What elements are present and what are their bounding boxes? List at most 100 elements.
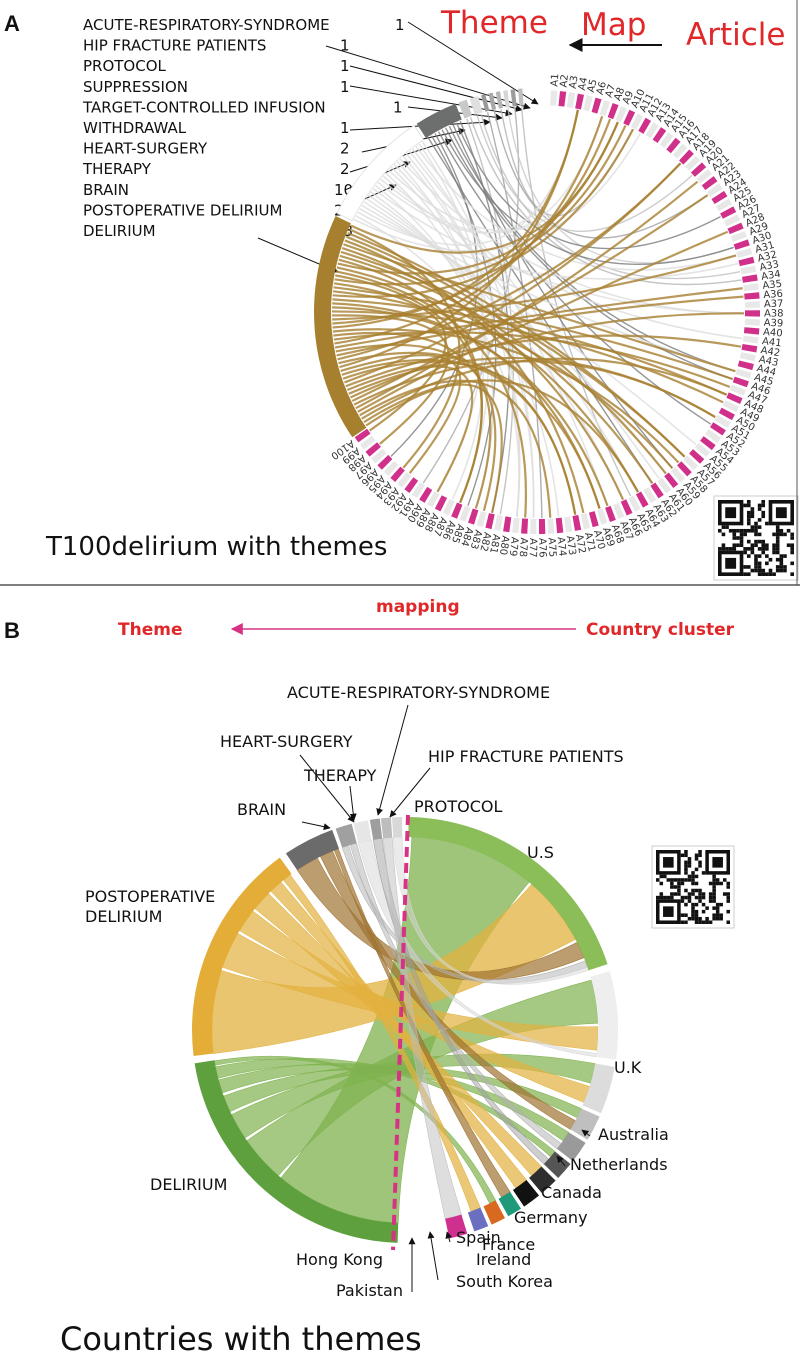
theme-pointer-arrow [325,45,531,110]
article-segment [635,491,649,508]
theme-list-name: ACUTE-RESPIRATORY-SYNDROME [83,16,330,34]
country-arc [529,1166,556,1194]
article-segment [741,343,758,353]
country-label-australia: Australia [598,1125,669,1144]
theme-list-count: 1 [340,119,350,137]
article-label: A41 [761,336,782,349]
article-segment [371,448,387,464]
chord-ribbon [214,1055,497,1204]
article-segment [715,198,732,212]
article-segment [512,517,520,534]
article-segment [638,117,652,134]
article-segment [558,91,567,107]
chord-ribbon [363,379,639,493]
article-segment [451,502,463,519]
article-label: A73 [564,535,578,556]
article-segment [742,335,759,344]
panel-b-split-line [391,814,410,1251]
article-segment [744,318,760,326]
chord-ribbon [341,247,625,501]
chord-ribbon [332,290,674,469]
theme-arc [510,89,517,107]
article-segment [607,102,619,120]
country-label-canada: Canada [541,1183,602,1202]
chord-ribbon [408,150,660,480]
theme-list-name: HIP FRACTURE PATIENTS [83,37,266,55]
panel-a-chords [331,106,745,518]
article-segment [575,93,585,110]
article-segment [664,472,679,489]
theme-arc [369,818,383,840]
chord-ribbon [350,121,619,254]
article-label: A83 [468,528,484,550]
chord-ribbon [390,133,479,457]
article-segment [521,518,529,534]
chord-ribbon [332,109,579,329]
article-segment [705,429,721,443]
chord-ribbon [333,331,492,509]
panel-a-header-theme: Theme [440,5,548,41]
article-segment [744,292,760,300]
article-label: A4 [577,76,590,91]
theme-arc [194,1060,399,1243]
panel-a-article-labels: A1A2A3A4A5A6A7A8A9A10A11A12A13A14A15A16A… [329,73,784,558]
article-segment [694,442,711,458]
chord-ribbon [348,228,461,469]
theme-label-heart-surgery: HEART-SURGERY [220,732,353,751]
article-segment [612,502,625,519]
panel-a-caption: T100delirium with themes [45,532,387,562]
article-segment [729,384,746,396]
theme-arc [469,96,483,115]
article-segment [742,274,758,283]
article-segment [730,230,747,242]
theme-label-postoperative-delirium-line2: DELIRIUM [85,907,162,926]
panel-a-theme-arcs [314,88,524,438]
article-segment [580,513,591,530]
chord-ribbon [344,239,585,514]
theme-label-hip-fracture-patients: HIP FRACTURE PATIENTS [428,747,624,766]
chord-ribbon [339,254,654,484]
chord-ribbon [334,115,604,345]
article-label: A75 [545,537,557,557]
article-label: A70 [591,529,607,551]
chord-ribbon [332,314,450,445]
country-label-pakistan: Pakistan [336,1281,403,1300]
chord-ribbon [332,298,728,396]
article-segment [718,407,735,421]
country-arc [570,1108,600,1140]
article-label: A34 [760,269,781,283]
country-label-south-korea: South Korea [456,1272,553,1291]
article-segment [588,511,599,528]
article-label: A7 [604,83,619,99]
article-segment [645,122,659,139]
country-arc [543,1151,571,1178]
article-segment [743,327,760,335]
chord-ribbon [493,110,709,239]
panel-a-header-map: Map [581,7,646,43]
panel-b-arcs [192,817,619,1243]
country-arc [408,817,608,971]
label-pointer-arrow [301,821,331,831]
chord-ribbon [355,180,699,410]
theme-arc [503,90,510,108]
article-label: A79 [507,536,520,557]
country-arc [557,1132,586,1162]
chord-ribbon [370,191,560,518]
chord-ribbon [223,1065,582,1119]
article-segment [652,127,667,143]
chord-ribbon [334,125,627,286]
panel-a-chord-diagram: A1A2A3A4A5A6A7A8A9A10A11A12A13A14A15A16A… [314,73,784,558]
article-segment [706,183,723,197]
theme-list-name: POSTOPERATIVE DELIRIUM [83,201,282,219]
theme-list-count: 1 [340,57,350,75]
article-segment [620,499,633,516]
article-segment [485,513,495,530]
chord-ribbon [345,235,667,475]
article-label: A45 [753,372,775,388]
country-label-ireland: Ireland [476,1250,531,1269]
country-label-france: France [482,1235,535,1254]
article-segment [442,499,455,516]
article-label: A32 [756,249,778,264]
chord-ribbon [333,282,447,432]
label-pointer-arrow [556,1155,566,1167]
